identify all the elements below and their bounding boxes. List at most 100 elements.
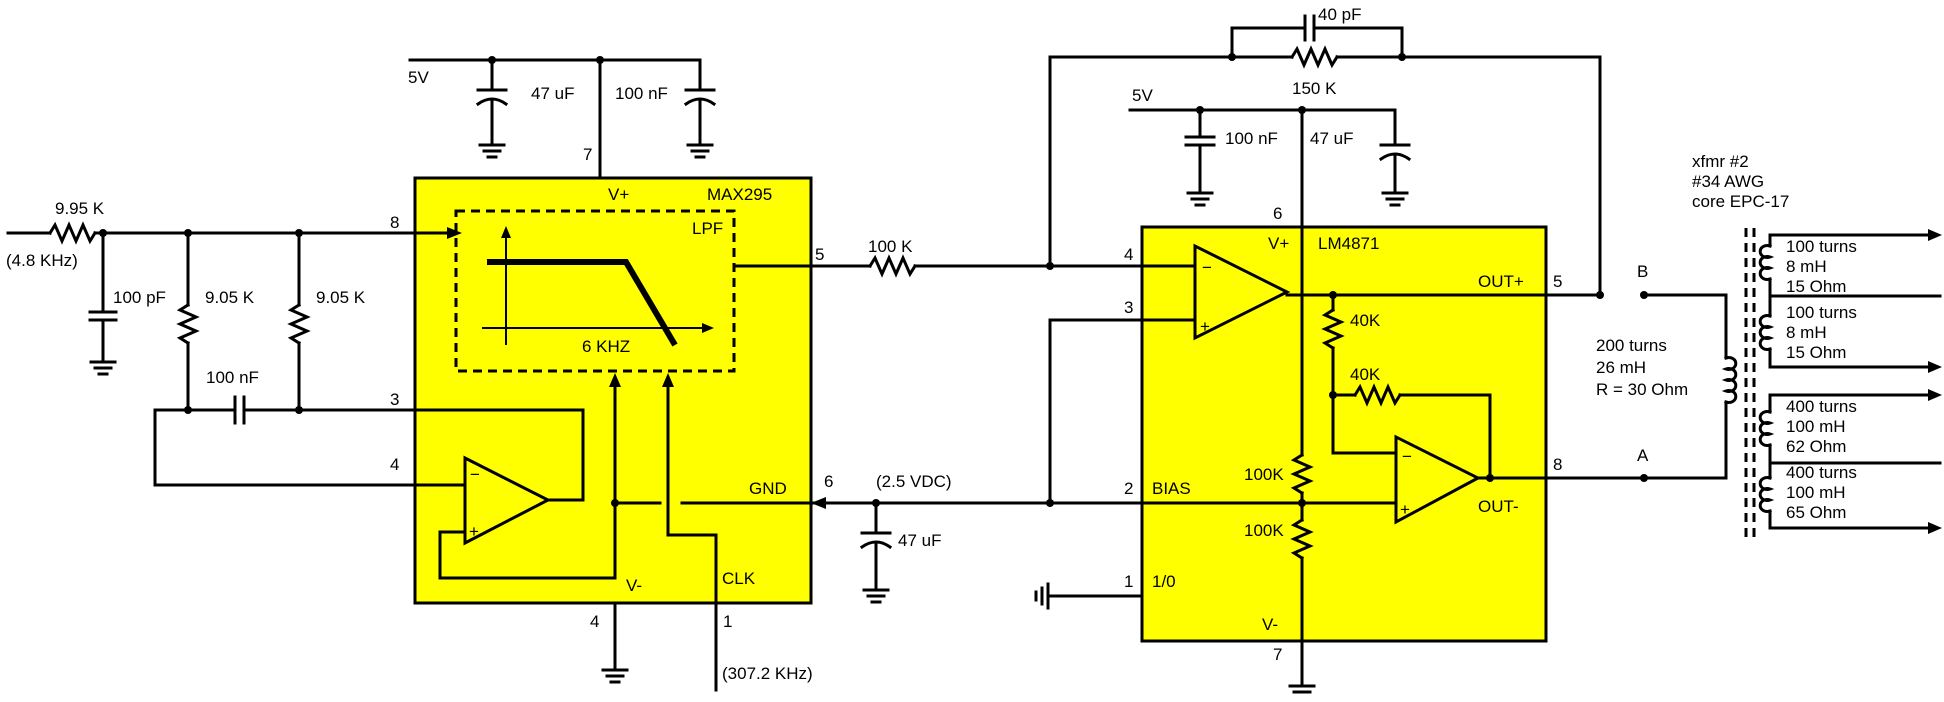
primary-line2: 26 mH [1596, 358, 1646, 377]
sec3-line3: 62 Ohm [1786, 437, 1846, 456]
resistor-100k-b [1290, 517, 1314, 561]
res-100k-b-label: 100K [1244, 521, 1284, 540]
sec4-line1: 400 turns [1786, 463, 1857, 482]
max295-clk-label: CLK [722, 569, 756, 588]
supply2-cap2-label: 47 uF [1310, 129, 1353, 148]
lm4871-pin1: 1 [1124, 572, 1133, 591]
arrow-up-icon [609, 373, 621, 387]
res-40k-a-label: 40K [1350, 311, 1381, 330]
input-cap-label: 100 pF [113, 288, 166, 307]
input-resistor [47, 221, 98, 245]
opamp-minus-icon: − [1402, 447, 1412, 466]
sec4-line3: 65 Ohm [1786, 503, 1846, 522]
resistor-40k-b [1352, 383, 1403, 407]
lm4871-pin8: 8 [1553, 455, 1562, 474]
supply1-cap1-label: 47 uF [531, 84, 574, 103]
xfmr-line3: core EPC-17 [1692, 192, 1789, 211]
lm4871-title: LM4871 [1318, 234, 1379, 253]
arrow-up-icon [662, 373, 674, 387]
res-100k-a-label: 100K [1244, 465, 1284, 484]
max295-pin3: 3 [390, 390, 399, 409]
lpf-response-curve [487, 259, 678, 347]
sec1-line1: 100 turns [1786, 237, 1857, 256]
sec2-line3: 15 Ohm [1786, 343, 1846, 362]
resistor-r1 [176, 302, 200, 346]
sec4-line2: 100 mH [1786, 483, 1846, 502]
lm4871-opamp1 [1193, 243, 1291, 341]
r2-label: 9.05 K [316, 288, 366, 307]
supply1-cap2-label: 100 nF [615, 84, 668, 103]
primary-winding [1721, 356, 1738, 404]
sec2-line1: 100 turns [1786, 303, 1857, 322]
lm4871-pin5: 5 [1553, 272, 1562, 291]
lm4871-pin3: 3 [1124, 298, 1133, 317]
node-b-label: B [1637, 262, 1648, 281]
lm4871-bias-label: BIAS [1152, 479, 1191, 498]
supply2-cap1-label: 100 nF [1225, 129, 1278, 148]
max295-chip [413, 176, 813, 605]
sec1-line2: 8 mH [1786, 257, 1827, 276]
max295-gnd-label: GND [749, 479, 787, 498]
opamp-plus-icon: + [1200, 317, 1210, 336]
lm4871-opamp2 [1394, 434, 1482, 525]
lpf-block [454, 209, 736, 373]
lm4871-pin2: 2 [1124, 479, 1133, 498]
input-frequency-label: (4.8 KHz) [6, 251, 78, 270]
lm4871-outm-label: OUT- [1478, 497, 1519, 516]
lm4871-pin4: 4 [1124, 245, 1133, 264]
secondary1-winding [1758, 244, 1775, 281]
feedback-resistor [1289, 45, 1340, 69]
primary-line1: 200 turns [1596, 336, 1667, 355]
lm4871-outp-label: OUT+ [1478, 272, 1524, 291]
bias-voltage-label: (2.5 VDC) [876, 472, 952, 491]
lm4871-vplus: V+ [1268, 234, 1289, 253]
max295-opamp [463, 455, 552, 546]
arrow-right-icon [1928, 361, 1942, 373]
arrow-up-icon [501, 226, 511, 238]
supply2-voltage: 5V [1132, 86, 1153, 105]
r1-label: 9.05 K [205, 288, 255, 307]
opamp-minus-icon: − [470, 465, 480, 484]
arrow-left-icon [811, 497, 826, 509]
max295-pin6: 6 [824, 472, 833, 491]
resistor-r2 [287, 302, 311, 346]
feedback-cap-value: 40 pF [1318, 5, 1361, 24]
link-resistor [867, 254, 918, 278]
arrow-right-icon [1928, 522, 1942, 534]
xfmr-line1: xfmr #2 [1692, 152, 1749, 171]
feedback-resistor-value: 150 K [1292, 79, 1337, 98]
sec3-line2: 100 mH [1786, 417, 1846, 436]
sec3-line1: 400 turns [1786, 397, 1857, 416]
opamp-plus-icon: + [469, 522, 479, 541]
arrow-right-icon [1928, 229, 1942, 241]
lm4871-vminus: V- [1262, 615, 1278, 634]
input-resistor-label: 9.95 K [55, 199, 105, 218]
max295-pin7: 7 [583, 145, 592, 164]
max295-title: MAX295 [707, 185, 772, 204]
xfmr-line2: #34 AWG [1692, 172, 1764, 191]
max295-pin1: 1 [723, 612, 732, 631]
resistor-100k-a [1290, 452, 1314, 496]
max295-pin4: 4 [390, 455, 399, 474]
opamp-plus-icon: + [1400, 500, 1410, 519]
secondary3-winding [1758, 410, 1775, 447]
link-resistor-label: 100 K [868, 237, 913, 256]
clk-frequency-label: (307.2 KHz) [722, 664, 813, 683]
sec2-line2: 8 mH [1786, 323, 1827, 342]
max295-corner-label: 6 KHZ [582, 337, 630, 356]
max295-lpf-label: LPF [692, 219, 723, 238]
res-40k-b-label: 40K [1350, 365, 1381, 384]
node-a-label: A [1637, 446, 1649, 465]
resistor-40k-a [1321, 307, 1345, 351]
bias-cap-label: 47 uF [898, 531, 941, 550]
max295-vminus: V- [626, 576, 642, 595]
sec1-line3: 15 Ohm [1786, 277, 1846, 296]
supply1-voltage: 5V [408, 68, 429, 87]
arrow-right-icon [1928, 389, 1942, 401]
arrow-right-icon [447, 227, 462, 239]
max295-pin4-bottom: 4 [590, 612, 599, 631]
lm4871-io-label: 1/0 [1152, 572, 1176, 591]
max295-pin8: 8 [390, 213, 399, 232]
feedback-cap-label: 100 nF [206, 368, 259, 387]
